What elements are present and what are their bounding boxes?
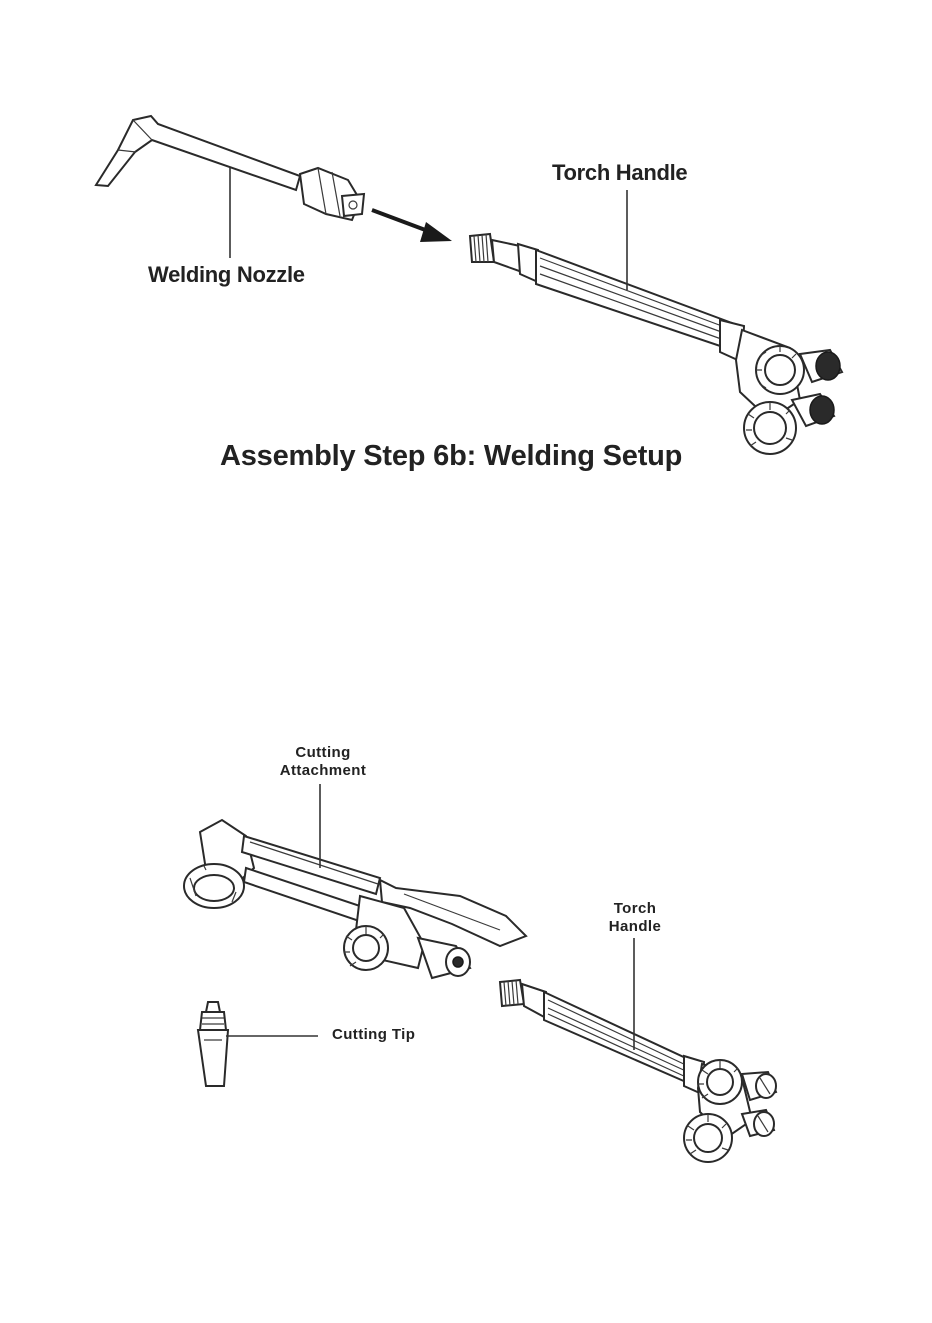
torch-handle-label-2-line2: Handle bbox=[590, 918, 680, 936]
assembly-arrow bbox=[372, 210, 452, 242]
torch-handle-label-1: Torch Handle bbox=[552, 160, 687, 186]
torch-handle-label-2-line1: Torch bbox=[590, 900, 680, 918]
cutting-tip-drawing bbox=[198, 1002, 228, 1086]
welding-setup-caption: Assembly Step 6b: Welding Setup bbox=[220, 440, 682, 473]
cutting-attachment-label: Cutting Attachment bbox=[262, 744, 384, 780]
cutting-attachment-drawing bbox=[184, 820, 526, 978]
cutting-attachment-label-line2: Attachment bbox=[262, 762, 384, 780]
figure-cutting-setup bbox=[184, 784, 776, 1162]
welding-nozzle-label: Welding Nozzle bbox=[148, 262, 305, 288]
torch-handle-drawing-2 bbox=[500, 980, 776, 1162]
cutting-tip-label: Cutting Tip bbox=[332, 1026, 415, 1044]
cutting-attachment-label-line1: Cutting bbox=[262, 744, 384, 762]
torch-handle-drawing-1 bbox=[470, 234, 842, 454]
torch-handle-label-2: Torch Handle bbox=[590, 900, 680, 936]
